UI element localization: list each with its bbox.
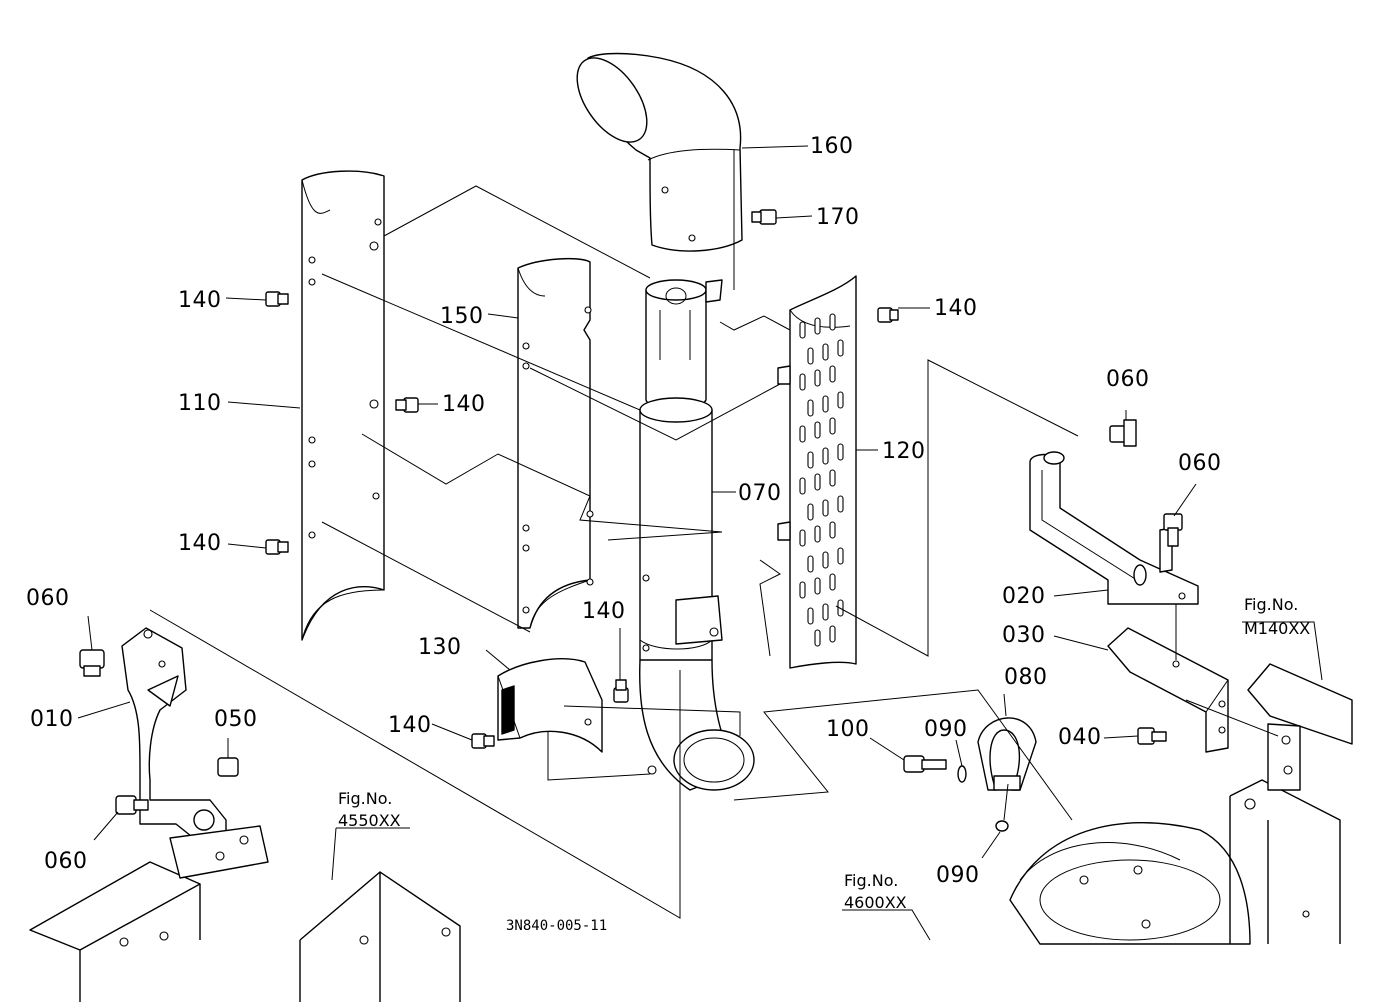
label-100: 100 <box>826 717 870 742</box>
label-060-c: 060 <box>26 586 70 611</box>
label-130: 130 <box>418 635 462 660</box>
fig-ref-4600-title: Fig.No. <box>844 871 898 890</box>
part-080-clamp <box>977 717 1037 791</box>
label-030: 030 <box>1002 623 1046 648</box>
label-170: 170 <box>816 205 860 230</box>
part-070-muffler-pipe <box>639 279 755 791</box>
label-010: 010 <box>30 707 74 732</box>
label-140-e: 140 <box>582 599 626 624</box>
part-060-bolt-left-a <box>79 649 105 677</box>
fig-ref-leaders <box>331 621 1323 941</box>
label-060-a: 060 <box>1106 367 1150 392</box>
label-150: 150 <box>440 304 484 329</box>
part-140-bolt-a <box>265 291 289 307</box>
label-140-f: 140 <box>388 713 432 738</box>
drawing-code: 3N840-005-11 <box>506 918 607 934</box>
part-040-bolt <box>1137 727 1167 745</box>
part-090-washer-b <box>995 820 1009 832</box>
part-050-nut <box>217 757 239 777</box>
part-140-bolt-c <box>265 539 289 555</box>
fig-ref-m140-title: Fig.No. <box>1244 595 1298 614</box>
label-140-d: 140 <box>934 296 978 321</box>
label-140-b: 140 <box>442 392 486 417</box>
perforation-slots <box>799 313 844 647</box>
alignment-lines <box>149 150 1279 919</box>
label-060-b: 060 <box>1178 451 1222 476</box>
label-060-d: 060 <box>44 849 88 874</box>
label-040: 040 <box>1058 725 1102 750</box>
label-070: 070 <box>738 481 782 506</box>
part-140-bolt-e <box>613 679 629 703</box>
fig-ref-4550-title: Fig.No. <box>338 789 392 808</box>
part-140-bolt-b <box>395 397 419 413</box>
part-120-perforated-guard <box>777 275 857 669</box>
frame-4550xx <box>29 825 461 1002</box>
label-090-b: 090 <box>936 863 980 888</box>
part-010-bracket <box>121 627 227 841</box>
part-100-bolt <box>903 755 947 773</box>
part-170-bolt <box>751 209 777 225</box>
fig-ref-m140-code: M140XX <box>1244 619 1310 638</box>
frame-m140xx <box>1229 663 1353 944</box>
label-050: 050 <box>214 707 258 732</box>
label-140-a: 140 <box>178 288 222 313</box>
part-140-bolt-f <box>471 733 495 749</box>
part-150-heat-shield <box>517 257 594 629</box>
part-060-bolt-left-b <box>115 795 149 815</box>
part-030-bracket <box>1107 627 1229 753</box>
part-060-bolt-right-b <box>1163 513 1183 547</box>
label-090-a: 090 <box>924 717 968 742</box>
part-140-bolt-d <box>877 307 899 323</box>
fig-ref-4600-code: 4600XX <box>844 893 907 912</box>
label-140-c: 140 <box>178 531 222 556</box>
label-110: 110 <box>178 391 222 416</box>
part-090-washer-a <box>957 765 967 783</box>
label-020: 020 <box>1002 584 1046 609</box>
part-130-small-shield <box>497 658 603 753</box>
frame-4600xx <box>1009 821 1251 945</box>
label-160: 160 <box>810 134 854 159</box>
part-060-bolt-right-a <box>1109 419 1137 447</box>
label-080: 080 <box>1004 665 1048 690</box>
part-160-exhaust-elbow <box>576 52 743 252</box>
label-120: 120 <box>882 439 926 464</box>
fig-ref-4550-code: 4550XX <box>338 811 401 830</box>
part-110-heat-shield <box>301 170 385 641</box>
label-leaders <box>77 145 1197 859</box>
